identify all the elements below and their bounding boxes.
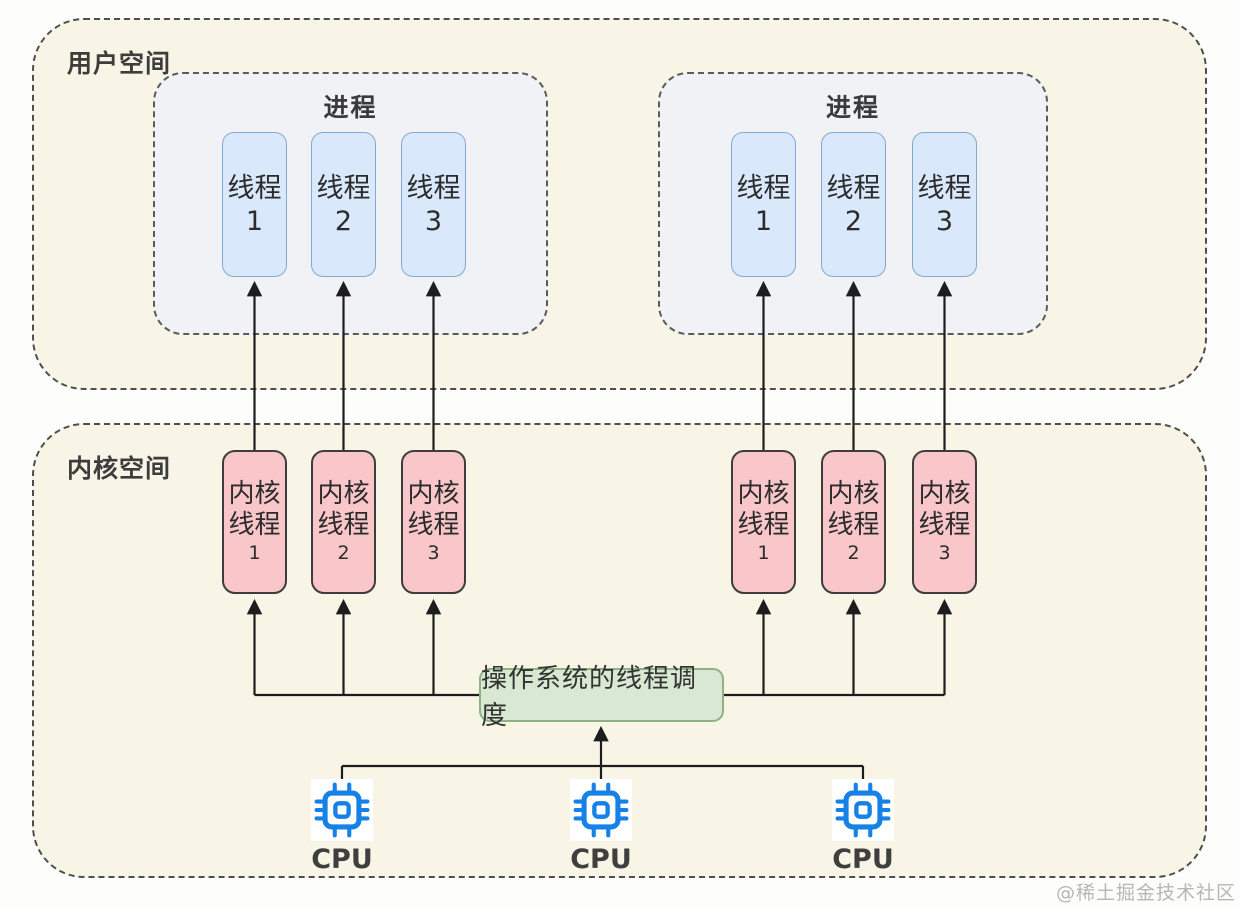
thread-number: 1 <box>754 205 773 237</box>
thread-box: 线程 2 <box>821 132 886 277</box>
cpu-label: CPU <box>832 844 894 875</box>
kernel-thread-line2: 线程 <box>228 510 281 540</box>
kernel-thread-line1: 内核 <box>737 479 790 509</box>
user-space-label: 用户空间 <box>67 49 172 78</box>
kernel-thread-line2: 线程 <box>827 510 880 540</box>
thread-title: 线程 <box>826 172 881 204</box>
kernel-thread-line2: 线程 <box>407 510 460 540</box>
cpu-label: CPU <box>570 844 632 875</box>
kernel-thread-box: 内核 线程 2 <box>311 450 376 594</box>
kernel-thread-line1: 内核 <box>827 479 880 509</box>
cpu-chip-icon <box>832 779 894 841</box>
kernel-thread-number: 3 <box>427 542 440 564</box>
kernel-thread-line2: 线程 <box>918 510 971 540</box>
thread-number: 2 <box>334 205 353 237</box>
thread-number: 1 <box>245 205 264 237</box>
process-label: 进程 <box>323 93 378 122</box>
cpu-label: CPU <box>311 844 373 875</box>
kernel-thread-line2: 线程 <box>737 510 790 540</box>
thread-box: 线程 1 <box>731 132 796 277</box>
kernel-thread-box: 内核 线程 3 <box>912 450 977 594</box>
thread-title: 线程 <box>316 172 371 204</box>
kernel-thread-box: 内核 线程 1 <box>731 450 796 594</box>
kernel-space-label: 内核空间 <box>67 454 172 483</box>
kernel-thread-line1: 内核 <box>407 479 460 509</box>
cpu-chip-icon <box>570 779 632 841</box>
thread-title: 线程 <box>917 172 972 204</box>
thread-box: 线程 2 <box>311 132 376 277</box>
kernel-thread-box: 内核 线程 1 <box>222 450 287 594</box>
thread-box: 线程 1 <box>222 132 287 277</box>
thread-title: 线程 <box>406 172 461 204</box>
thread-number: 3 <box>424 205 443 237</box>
scheduler-label: 操作系统的线程调度 <box>481 664 698 731</box>
cpu-chip-icon <box>311 779 373 841</box>
kernel-thread-line1: 内核 <box>228 479 281 509</box>
thread-number: 3 <box>935 205 954 237</box>
kernel-thread-line1: 内核 <box>317 479 370 509</box>
process-label: 进程 <box>825 93 880 122</box>
kernel-thread-box: 内核 线程 3 <box>401 450 466 594</box>
kernel-thread-box: 内核 线程 2 <box>821 450 886 594</box>
thread-title: 线程 <box>736 172 791 204</box>
kernel-thread-line2: 线程 <box>317 510 370 540</box>
watermark: @稀土掘金技术社区 <box>1055 882 1236 904</box>
thread-box: 线程 3 <box>401 132 466 277</box>
thread-number: 2 <box>844 205 863 237</box>
thread-box: 线程 3 <box>912 132 977 277</box>
kernel-thread-number: 1 <box>757 542 770 564</box>
kernel-thread-number: 3 <box>938 542 951 564</box>
kernel-thread-number: 1 <box>248 542 261 564</box>
kernel-thread-number: 2 <box>847 542 860 564</box>
kernel-thread-line1: 内核 <box>918 479 971 509</box>
scheduler-box: 操作系统的线程调度 <box>479 664 724 731</box>
kernel-thread-number: 2 <box>337 542 350 564</box>
thread-title: 线程 <box>227 172 282 204</box>
